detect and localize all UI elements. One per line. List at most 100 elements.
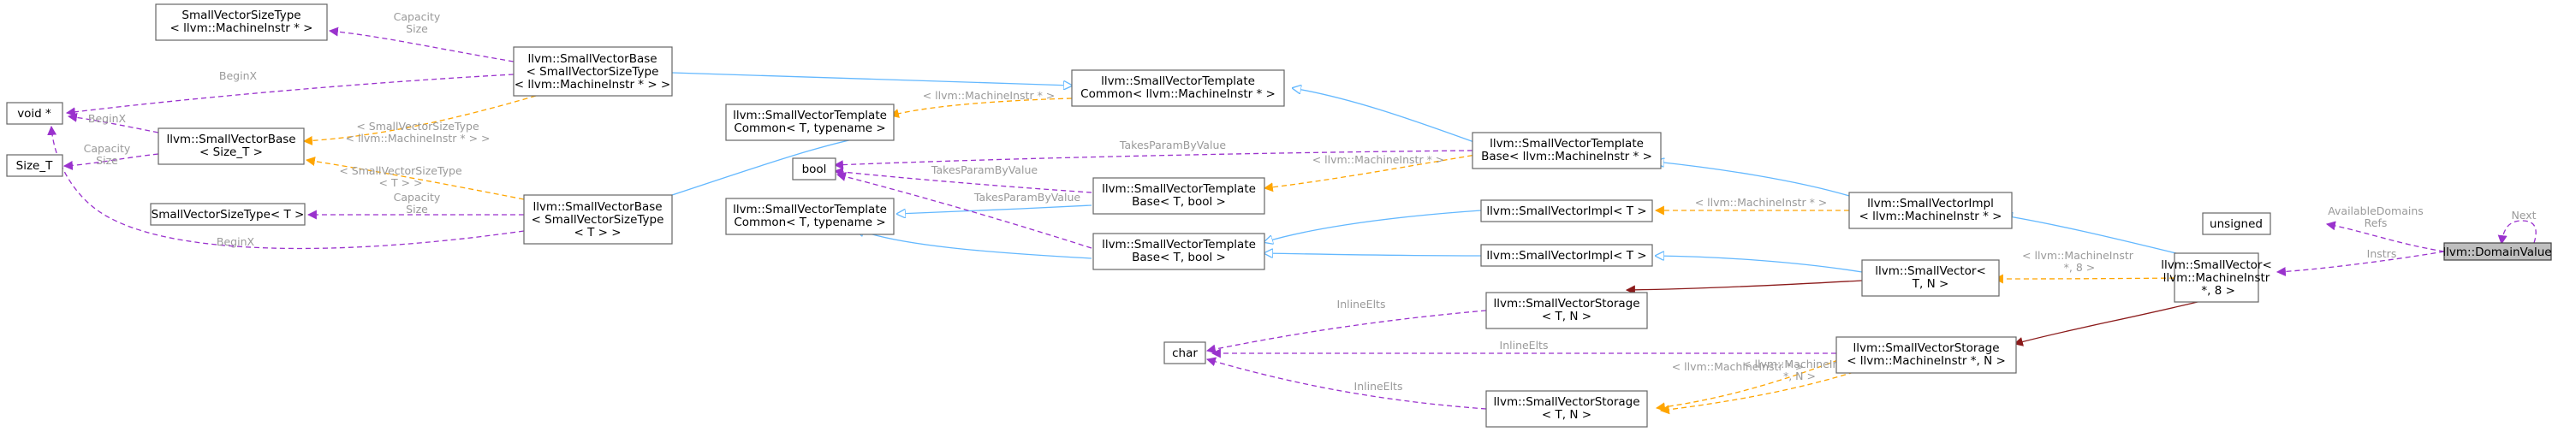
node-svst-t[interactable]: SmallVectorSizeType< T >	[150, 203, 306, 226]
edge-inherit-storage-tn-to-smallvector-tn	[1625, 280, 1863, 295]
edge-label-refs: Refs	[2365, 216, 2388, 229]
edge-label-storage-tn2-line2: *, N >	[1780, 370, 1816, 382]
node-impl-t-upper[interactable]: llvm::SmallVectorImpl< T >	[1480, 199, 1653, 222]
edge-inherit-tmplcommon-t2-to-tmplbase-t2	[856, 229, 1092, 259]
node-bool[interactable]: bool	[792, 157, 836, 180]
edge-inherit-storage-mi-to-smallvector-mi8	[2013, 294, 2227, 346]
node-impl-t-lower[interactable]: llvm::SmallVectorImpl< T >	[1480, 244, 1653, 267]
edge-label-mi8-line2: *, 8 >	[2061, 261, 2096, 274]
edge-label-capacity-1: Capacity	[394, 10, 441, 23]
svg-text:TakesParamByValue: TakesParamByValue	[973, 191, 1080, 204]
node-storage-mi-line2: < llvm::MachineInstr *, N >	[1847, 354, 2006, 368]
svg-text:unsigned: unsigned	[2210, 217, 2263, 231]
edge-template-tmplbase-mi: < llvm::MachineInstr * >	[1263, 153, 1482, 192]
node-smallvector-mi8-line1: llvm::SmallVector<	[2161, 258, 2272, 272]
node-base-svst-mi[interactable]: llvm::SmallVectorBase< SmallVectorSizeTy…	[513, 46, 673, 97]
node-tmplbase-mi-line2: Base< llvm::MachineInstr * >	[1481, 150, 1652, 163]
node-base-svst-t-line3: < T > >	[574, 226, 621, 240]
edge-inherit-impl-mi-to-smallvector-mi8	[2004, 216, 2184, 256]
node-unsigned[interactable]: unsigned	[2202, 212, 2271, 235]
svg-text:InlineElts: InlineElts	[1354, 380, 1403, 393]
node-size-t[interactable]: Size_T	[6, 154, 63, 177]
node-void[interactable]: void *	[6, 102, 63, 125]
svg-text:BeginX: BeginX	[88, 112, 127, 125]
node-domain-value[interactable]: llvm::DomainValue	[2442, 242, 2552, 261]
svg-text:BeginX: BeginX	[219, 69, 258, 82]
node-tmplbase-tbool-upper-line1: llvm::SmallVectorTemplate	[1102, 182, 1256, 196]
edge-label-base-svst-t-line1: < SmallVectorSizeType	[339, 164, 462, 177]
svg-text:< SmallVectorSizeType< llvm::M: < SmallVectorSizeType< llvm::MachineInst…	[346, 120, 491, 145]
edge-next: Next	[2497, 209, 2537, 246]
edge-takes-param-by-value-mi: TakesParamByValue	[833, 139, 1473, 170]
node-svst-mi[interactable]: SmallVectorSizeType< llvm::MachineInstr …	[155, 3, 328, 41]
svg-text:llvm::SmallVectorStorage< T, N: llvm::SmallVectorStorage< T, N >	[1493, 297, 1639, 323]
edge-label-takes-param-3: TakesParamByValue	[973, 191, 1080, 204]
node-size-t-label: Size_T	[16, 159, 53, 173]
edge-label-base-svst-mi-line2: < llvm::MachineInstr * > >	[346, 132, 491, 145]
edge-label-impl-mi: < llvm::MachineInstr * >	[1695, 196, 1828, 209]
node-impl-t-lower-label: llvm::SmallVectorImpl< T >	[1486, 249, 1646, 263]
node-storage-mi[interactable]: llvm::SmallVectorStorage< llvm::MachineI…	[1835, 336, 2017, 374]
svg-text:TakesParamByValue: TakesParamByValue	[931, 163, 1038, 176]
svg-text:< llvm::MachineInstr *, 8 >: < llvm::MachineInstr *, 8 >	[2022, 249, 2134, 274]
edge-inherit-base-svst-mi-to-tmplcommon-mi	[671, 72, 1072, 86]
edge-inherit-tmplcommon-mi-to-tmplbase-mi	[1293, 88, 1482, 145]
svg-text:Next: Next	[2511, 209, 2536, 222]
edge-takes-param-by-value-t1: TakesParamByValue	[833, 163, 1092, 193]
svg-text:< llvm::MachineInstr * >: < llvm::MachineInstr * >	[923, 89, 1056, 102]
svg-text:InlineElts: InlineElts	[1337, 298, 1386, 311]
svg-text:InlineElts: InlineElts	[1500, 339, 1549, 352]
node-storage-mi-line1: llvm::SmallVectorStorage	[1853, 341, 1999, 355]
svg-text:Instrs: Instrs	[2367, 247, 2397, 260]
svg-text:llvm::SmallVectorStorage< T, N: llvm::SmallVectorStorage< T, N >	[1493, 395, 1639, 422]
svg-text:llvm::SmallVectorImpl< T >: llvm::SmallVectorImpl< T >	[1486, 249, 1646, 263]
node-svst-mi-line1: SmallVectorSizeType	[181, 9, 300, 22]
node-tmplcommon-t-lower-line1: llvm::SmallVectorTemplate	[733, 203, 887, 216]
svg-text:bool: bool	[802, 163, 827, 176]
svg-text:llvm::DomainValue: llvm::DomainValue	[2442, 246, 2551, 259]
edge-inherit-tmplcommon-t-to-tmplbase-t1	[897, 204, 1092, 214]
edge-label-beginx-1: BeginX	[219, 69, 258, 82]
node-impl-mi-line2: < llvm::MachineInstr * >	[1859, 210, 2002, 223]
node-tmplcommon-mi-line1: llvm::SmallVectorTemplate	[1101, 74, 1255, 88]
node-impl-mi[interactable]: llvm::SmallVectorImpl< llvm::MachineInst…	[1848, 192, 2013, 229]
svg-text:llvm::SmallVector<T, N >: llvm::SmallVector<T, N >	[1875, 264, 1986, 291]
edge-instrs: Instrs	[2276, 247, 2445, 276]
svg-text:llvm::SmallVector<llvm::Machin: llvm::SmallVector<llvm::MachineInstr *, …	[2161, 258, 2272, 298]
node-svst-t-label: SmallVectorSizeType< T >	[152, 208, 305, 222]
node-storage-tn-lower-line2: < T, N >	[1542, 408, 1591, 422]
edge-label-inline-elts-3: InlineElts	[1354, 380, 1403, 393]
edge-template-base-svst-t: < SmallVectorSizeType< T > >	[305, 157, 525, 200]
svg-text:void *: void *	[17, 107, 51, 121]
svg-text:llvm::SmallVectorImpl< T >: llvm::SmallVectorImpl< T >	[1486, 204, 1646, 218]
edge-label-capacity-3: Capacity	[394, 191, 441, 204]
svg-text:< llvm::MachineInstr * >: < llvm::MachineInstr * >	[1312, 153, 1445, 166]
node-storage-tn-upper-line2: < T, N >	[1542, 310, 1591, 323]
node-smallvector-tn[interactable]: llvm::SmallVector<T, N >	[1861, 259, 2000, 297]
node-smallvector-mi8[interactable]: llvm::SmallVector<llvm::MachineInstr *, …	[2161, 252, 2272, 303]
node-base-size-t[interactable]: llvm::SmallVectorBase< Size_T >	[158, 127, 305, 165]
edge-inline-elts-storage-tn1: InlineElts	[1205, 298, 1487, 354]
node-storage-tn-lower[interactable]: llvm::SmallVectorStorage< T, N >	[1485, 390, 1648, 428]
edge-template-base-svst-mi: < SmallVectorSizeType< llvm::MachineInst…	[302, 95, 537, 145]
node-base-svst-t[interactable]: llvm::SmallVectorBase< SmallVectorSizeTy…	[523, 194, 673, 245]
node-char[interactable]: char	[1163, 341, 1206, 364]
node-storage-tn-upper[interactable]: llvm::SmallVectorStorage< T, N >	[1485, 292, 1648, 329]
edge-template-tmplcommon-mi: < llvm::MachineInstr * >	[889, 89, 1073, 118]
node-storage-tn-upper-line1: llvm::SmallVectorStorage	[1493, 297, 1639, 311]
edge-beginx-base-size-t: BeginX	[67, 112, 159, 133]
